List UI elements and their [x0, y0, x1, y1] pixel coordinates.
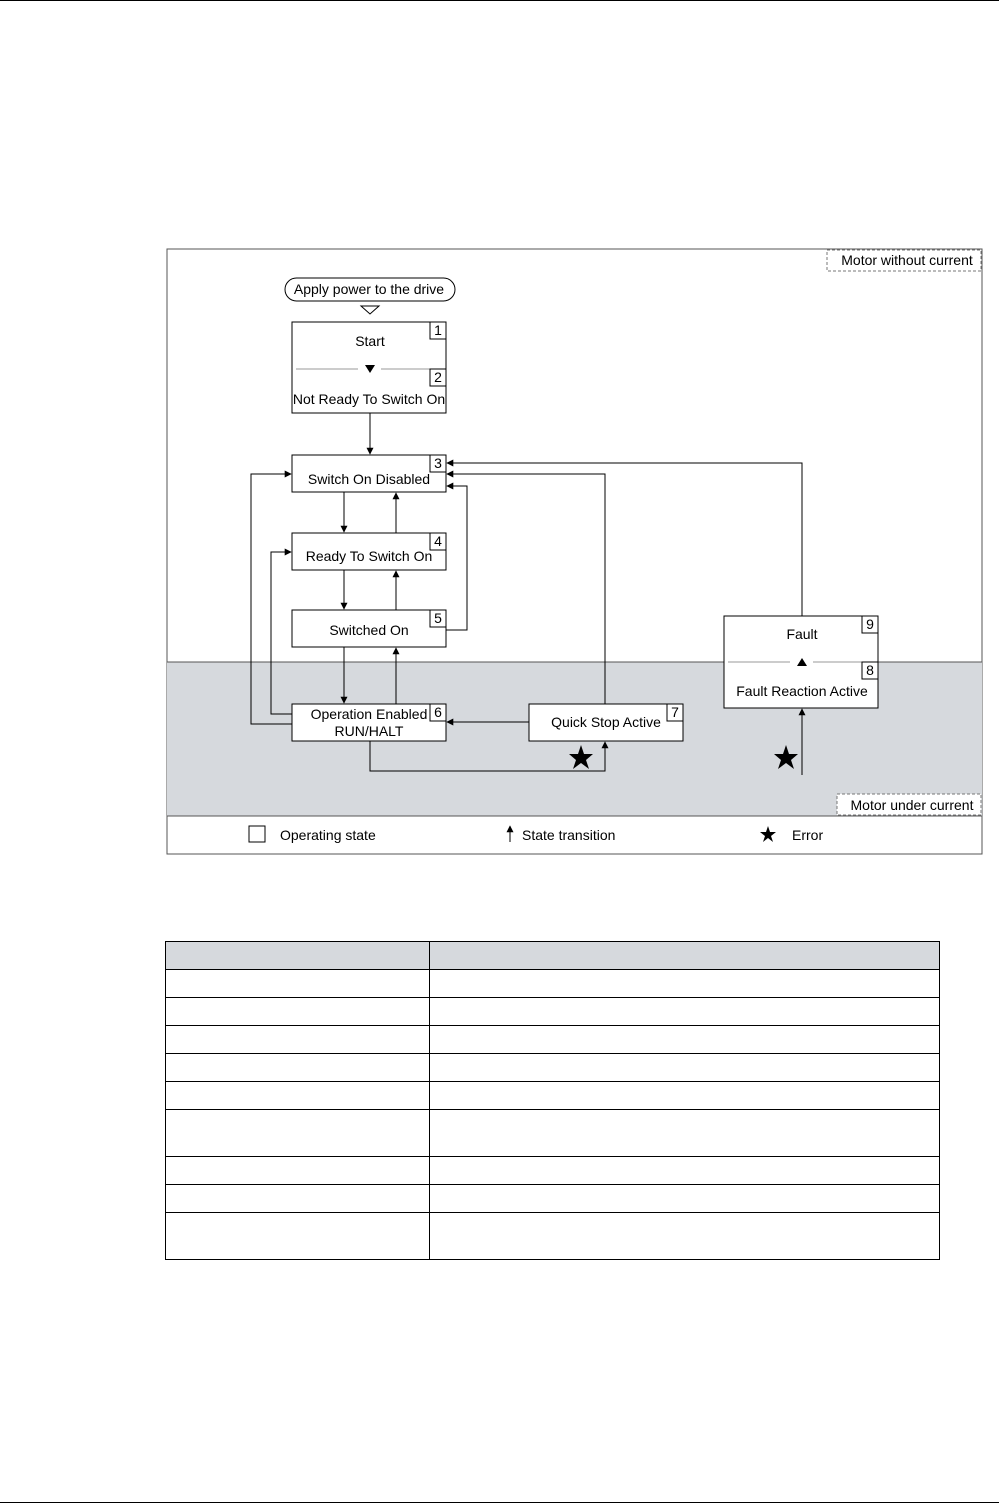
state-box-ready-to-switch-on — [291, 532, 447, 571]
table-cell — [429, 1156, 940, 1185]
state-number-box — [429, 703, 447, 722]
table-cell — [429, 1053, 940, 1082]
state-box-switch-on-disabled — [291, 454, 447, 493]
table-row — [165, 1212, 940, 1260]
table-row — [165, 1184, 940, 1213]
legend-operating-state: Operating state — [280, 827, 376, 843]
state-label-fault: Fault — [786, 626, 817, 642]
state-box-quick-stop-active — [528, 703, 684, 742]
table-cell — [165, 1184, 430, 1213]
state-box-operation-enabled — [291, 703, 447, 742]
state-number-box — [429, 321, 447, 340]
top-rule — [0, 0, 999, 1]
table-cell — [429, 1081, 940, 1110]
legend-state-transition: State transition — [522, 827, 615, 843]
power-on-triangle-icon — [359, 305, 381, 315]
table-row — [165, 1053, 940, 1082]
state-label-fault-reaction: Fault Reaction Active — [736, 683, 868, 699]
state-number-quick-stop-active: 7 — [671, 704, 679, 720]
state-number-not-ready: 2 — [434, 369, 442, 385]
table-header-cell — [429, 941, 940, 970]
state-label-quick-stop-active: Quick Stop Active — [551, 714, 661, 730]
table-cell — [429, 969, 940, 998]
table-row — [165, 1156, 940, 1185]
transition-arrows — [250, 413, 806, 775]
state-number-operation-enabled: 6 — [434, 704, 442, 720]
state-label-operation-enabled: Operation Enabled — [311, 706, 428, 722]
table-cell — [429, 1025, 940, 1054]
table-cell — [165, 1212, 430, 1260]
table-cell — [165, 1081, 430, 1110]
state-number-box — [861, 661, 879, 680]
table-cell — [165, 969, 430, 998]
table-row — [165, 1025, 940, 1054]
table-row — [165, 997, 940, 1026]
zone-lower-label-box — [836, 793, 982, 816]
table-cell — [165, 1053, 430, 1082]
internal-transition-icon — [365, 365, 375, 373]
state-label-start: Start — [355, 333, 385, 349]
state-number-fault: 9 — [866, 616, 874, 632]
state-number-box — [429, 609, 447, 628]
state-number-ready-to-switch-on: 4 — [434, 533, 442, 549]
state-number-box — [666, 703, 684, 722]
state-number-box — [429, 532, 447, 551]
table-cell — [429, 997, 940, 1026]
table-header-cell — [165, 941, 430, 970]
table-row — [165, 1081, 940, 1110]
state-number-box — [861, 615, 879, 634]
state-number-box — [429, 368, 447, 387]
state-number-box — [429, 454, 447, 473]
state-label-not-ready: Not Ready To Switch On — [293, 391, 445, 407]
table-cell — [165, 1156, 430, 1185]
table-row — [165, 969, 940, 998]
state-label-switch-on-disabled: Switch On Disabled — [308, 471, 430, 487]
table-cell — [429, 1212, 940, 1260]
power-on-terminal — [284, 277, 456, 302]
table-header-row — [165, 941, 940, 970]
state-label-ready-to-switch-on: Ready To Switch On — [306, 548, 433, 564]
operating-state-icon — [248, 825, 266, 843]
table-cell — [429, 1184, 940, 1213]
error-icon — [760, 826, 776, 842]
state-number-start: 1 — [434, 322, 442, 338]
state-label-operation-enabled-sub: RUN/HALT — [335, 723, 404, 739]
legend-error: Error — [792, 827, 823, 843]
state-machine-diagram: Motor without current Motor under curren… — [166, 248, 983, 855]
bottom-rule — [0, 1502, 999, 1503]
power-on-label: Apply power to the drive — [294, 281, 444, 297]
zone-lower-label: Motor under current — [851, 797, 974, 813]
error-star-icon — [569, 745, 593, 769]
zone-upper-label: Motor without current — [841, 252, 973, 268]
state-table — [165, 941, 940, 1260]
state-label-switched-on: Switched On — [329, 622, 408, 638]
table-cell — [165, 997, 430, 1026]
table-cell — [165, 1109, 430, 1157]
table-cell — [165, 1025, 430, 1054]
state-number-switched-on: 5 — [434, 610, 442, 626]
error-star-icon — [774, 745, 798, 769]
zone-upper-label-box — [826, 249, 982, 272]
state-number-fault-reaction: 8 — [866, 662, 874, 678]
internal-transition-icon — [797, 658, 807, 666]
table-cell — [429, 1109, 940, 1157]
state-number-switch-on-disabled: 3 — [434, 455, 442, 471]
table-row — [165, 1109, 940, 1157]
state-box-switched-on — [291, 609, 447, 648]
